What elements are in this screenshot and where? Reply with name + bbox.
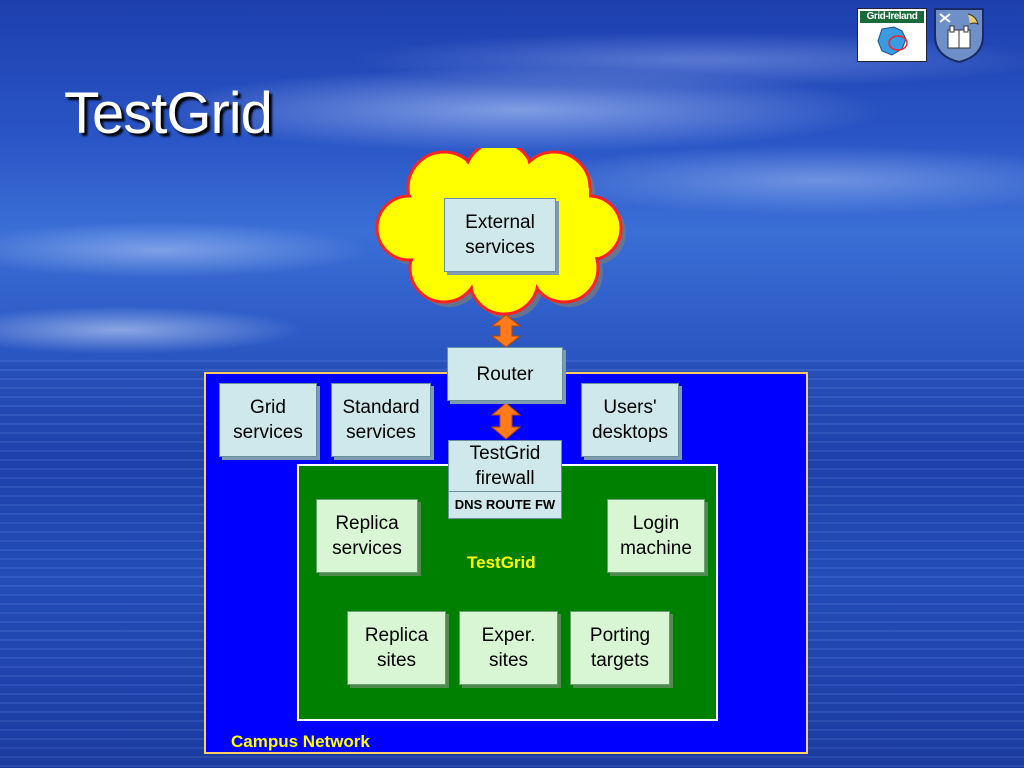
campus-network-label: Campus Network xyxy=(231,732,370,751)
grid-ireland-logo: Grid-Ireland xyxy=(857,8,927,62)
router-box: Router xyxy=(447,347,563,401)
ireland-map-icon xyxy=(877,26,908,56)
standard-services-box: Standard services xyxy=(331,383,431,457)
login-machine-box: Login machine xyxy=(607,499,705,573)
replica-services-box: Replica services xyxy=(316,499,418,573)
porting-targets-box: Porting targets xyxy=(570,611,670,685)
exper-sites-box: Exper. sites xyxy=(459,611,558,685)
cloud-router-arrow xyxy=(490,314,522,348)
slide-title: TestGrid xyxy=(64,81,273,146)
external-services-box: External services xyxy=(444,198,556,272)
testgrid-label: TestGrid xyxy=(467,553,536,572)
dns-route-fw-tag: DNS ROUTE FW xyxy=(448,491,562,519)
testgrid-firewall-box: TestGrid firewall xyxy=(448,440,562,492)
router-firewall-arrow xyxy=(490,402,522,440)
users-desktops-box: Users' desktops xyxy=(581,383,679,457)
replica-sites-box: Replica sites xyxy=(347,611,446,685)
grid-ireland-logo-text: Grid-Ireland xyxy=(860,11,924,23)
grid-services-box: Grid services xyxy=(219,383,317,457)
crest-icon xyxy=(934,8,984,64)
